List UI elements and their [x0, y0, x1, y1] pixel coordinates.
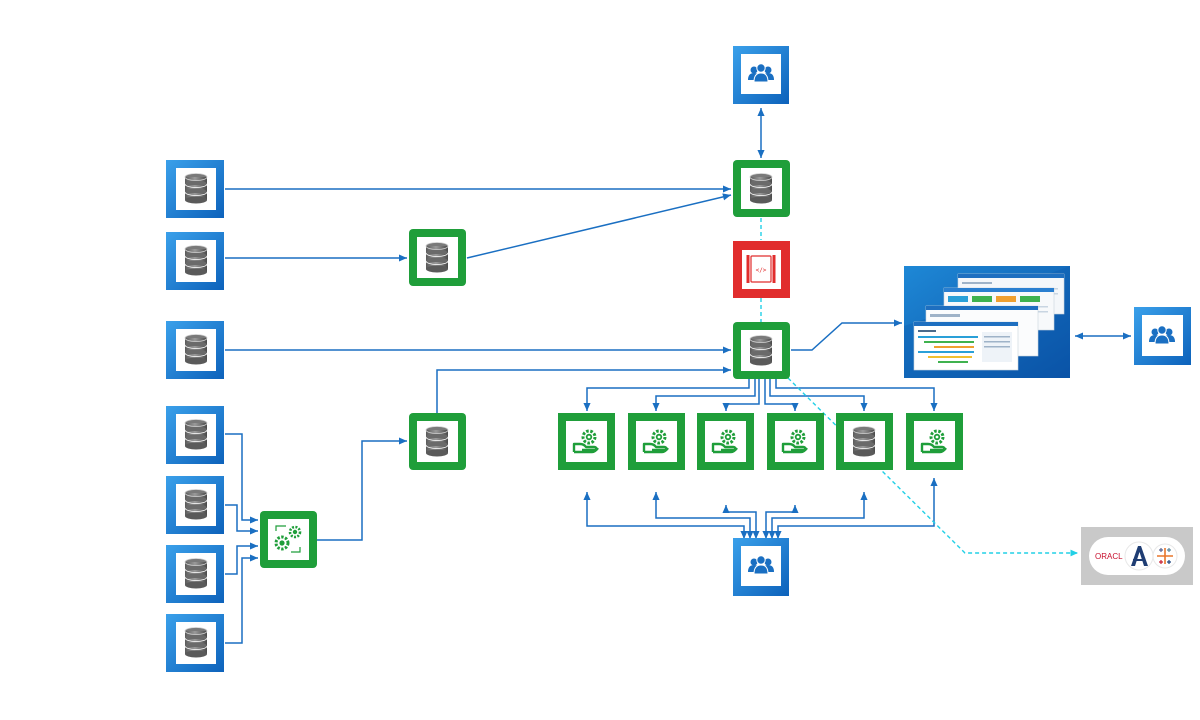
database-icon: [184, 245, 208, 276]
source-db-1-node[interactable]: [166, 160, 224, 218]
edge-service-1-users: [583, 492, 748, 539]
edge-main-service-5: [775, 378, 938, 411]
edge-service-2-users: [652, 492, 754, 539]
database-icon: [749, 173, 773, 204]
users-bottom-node[interactable]: [733, 538, 789, 596]
source-db-4-node[interactable]: [166, 406, 224, 464]
service-4-node[interactable]: [767, 413, 824, 470]
oracle-logo: ORACL: [1095, 552, 1123, 561]
service-1-node[interactable]: [558, 413, 615, 470]
edge-main-service-4: [764, 378, 799, 411]
edge-source-5-etl: [225, 504, 258, 535]
source-db-7-node[interactable]: [166, 614, 224, 672]
service-2-node[interactable]: [628, 413, 685, 470]
warehouse-main-node[interactable]: [733, 322, 790, 379]
edge-service-5-users: [774, 478, 938, 539]
source-db-5-node[interactable]: [166, 476, 224, 534]
dashed-edges: [760, 218, 1078, 557]
edge-service-db-users: [768, 492, 868, 539]
edge-source-6-etl: [225, 542, 258, 575]
edge-staging-1-warehouse-top: [466, 193, 732, 259]
edge-main-service-1: [583, 378, 750, 411]
warehouse-top-node[interactable]: [733, 160, 790, 217]
database-icon: [749, 335, 773, 366]
etl-process-node[interactable]: [260, 511, 317, 568]
tableau-logo: [1152, 543, 1178, 569]
source-db-6-node[interactable]: [166, 545, 224, 603]
alteryx-logo: [1124, 541, 1154, 571]
edge-etl-staging-2: [317, 437, 407, 541]
edge-source-7-etl: [225, 554, 258, 644]
staging-db-1-node[interactable]: [409, 229, 466, 286]
staging-db-2-node[interactable]: [409, 413, 466, 470]
service-3-node[interactable]: [697, 413, 754, 470]
edges: [225, 108, 1131, 644]
api-gateway-node[interactable]: [733, 241, 790, 298]
database-icon: [184, 334, 208, 365]
source-db-3-node[interactable]: [166, 321, 224, 379]
database-icon: [425, 426, 449, 457]
database-icon: [184, 173, 208, 204]
database-icon: [184, 419, 208, 450]
edge-main-service-2: [652, 378, 756, 411]
database-icon: [184, 558, 208, 589]
dashboard-node[interactable]: [904, 266, 1070, 378]
edge-service-3-users: [722, 505, 760, 539]
source-db-2-node[interactable]: [166, 232, 224, 290]
bi-tools-node[interactable]: ORACL: [1081, 527, 1193, 585]
api-code-icon: [746, 253, 776, 285]
edge-main-service-3: [722, 378, 760, 411]
edge-warehouse-main-dashboard: [791, 319, 902, 351]
service-5-node[interactable]: [906, 413, 963, 470]
edge-staging-2-warehouse-main: [436, 366, 731, 414]
service-db-node[interactable]: [836, 413, 893, 470]
database-icon: [184, 489, 208, 520]
users-top-node[interactable]: [733, 46, 789, 104]
edge-service-4-users: [762, 505, 799, 539]
edge-main-service-db: [769, 378, 868, 411]
edge-warehouse-main-bi-tools: [787, 377, 1078, 557]
database-icon: [184, 627, 208, 658]
database-icon: [852, 426, 876, 457]
edge-source-4-etl: [225, 433, 258, 524]
database-icon: [425, 242, 449, 273]
oracle-logo-text: ORACL: [1095, 552, 1123, 561]
users-right-node[interactable]: [1134, 307, 1191, 365]
dashboard-screenshot-icon: [913, 273, 1065, 371]
